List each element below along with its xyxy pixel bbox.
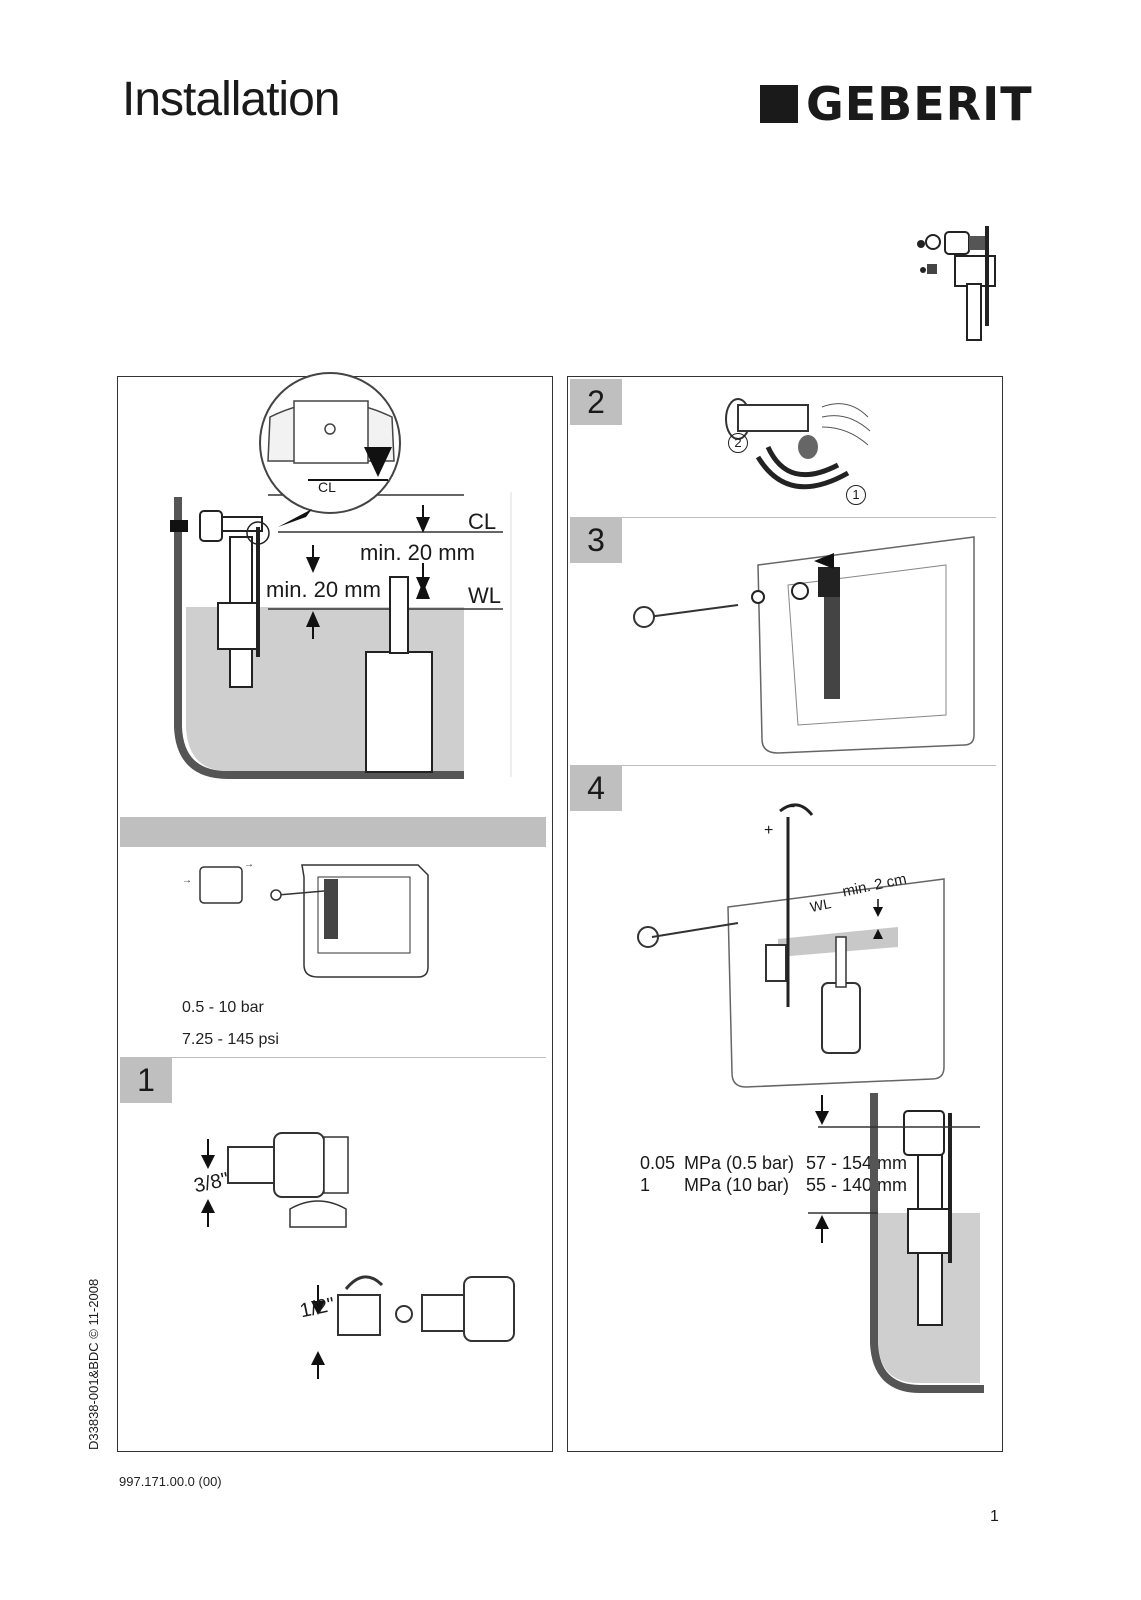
pressure-unit: MPa (10 bar): [684, 1175, 790, 1195]
right-panel: 2 2 1 3 4 + −: [567, 376, 1003, 1452]
page-title: Installation: [122, 73, 340, 126]
brand-logo: GEBERIT: [760, 77, 1033, 131]
pressure-value: 0.05: [640, 1153, 676, 1173]
thread-adapter-diagram: [201, 1132, 515, 1379]
step-number-4: 4: [570, 765, 622, 811]
cistern-overview-sketch: → →: [182, 859, 429, 978]
label-min-upper: min. 20 mm: [360, 540, 475, 565]
label-zoom-cl: CL: [318, 479, 336, 495]
label-minus: −: [786, 799, 796, 816]
label-min-lower: min. 20 mm: [266, 577, 381, 602]
svg-text:→: →: [244, 859, 254, 870]
pressure-value: 1: [640, 1175, 651, 1195]
fill-valve-product-icon: [917, 226, 996, 341]
pressure-psi: 7.25 - 145 psi: [182, 1031, 279, 1048]
fill-height-diagram: [808, 1093, 984, 1393]
pressure-row-1: 0.05 MPa (0.5 bar) 57 - 154 mm: [640, 1153, 907, 1174]
doc-code: 997.171.00.0 (00): [119, 1474, 222, 1489]
divider: [570, 765, 996, 766]
svg-text:→: →: [182, 875, 192, 886]
page-number: 1: [990, 1508, 999, 1525]
step-number-1: 1: [120, 1057, 172, 1103]
step-number-3: 3: [570, 517, 622, 563]
marker-1: 1: [846, 485, 866, 505]
logo-square-icon: [760, 85, 798, 123]
pressure-row-2: 1 MPa (10 bar) 55 - 140 mm: [640, 1175, 907, 1196]
label-cl: CL: [468, 509, 497, 534]
height-range: 55 - 140 mm: [806, 1175, 908, 1195]
label-plus: +: [764, 822, 774, 839]
water-level-adjust-diagram: [637, 803, 945, 1088]
section-bar: [120, 817, 546, 847]
side-doc-code: D33838-001&BDC © 11-2008: [86, 1278, 101, 1450]
label-wl: WL: [468, 583, 501, 608]
height-range: 57 - 154 mm: [806, 1153, 908, 1173]
logo-text: GEBERIT: [806, 77, 1033, 131]
divider: [120, 1057, 546, 1058]
left-panel: CL min. 20 mm min. 20 mm WL CL → → 0.5 -…: [117, 372, 553, 1452]
step-number-2: 2: [570, 379, 622, 425]
divider: [570, 517, 996, 518]
pressure-unit: MPa (0.5 bar): [684, 1153, 795, 1173]
marker-2: 2: [728, 433, 748, 453]
cistern-level-diagram: [170, 372, 512, 779]
pressure-bar: 0.5 - 10 bar: [182, 999, 264, 1016]
cistern-install-diagram: [633, 536, 975, 754]
